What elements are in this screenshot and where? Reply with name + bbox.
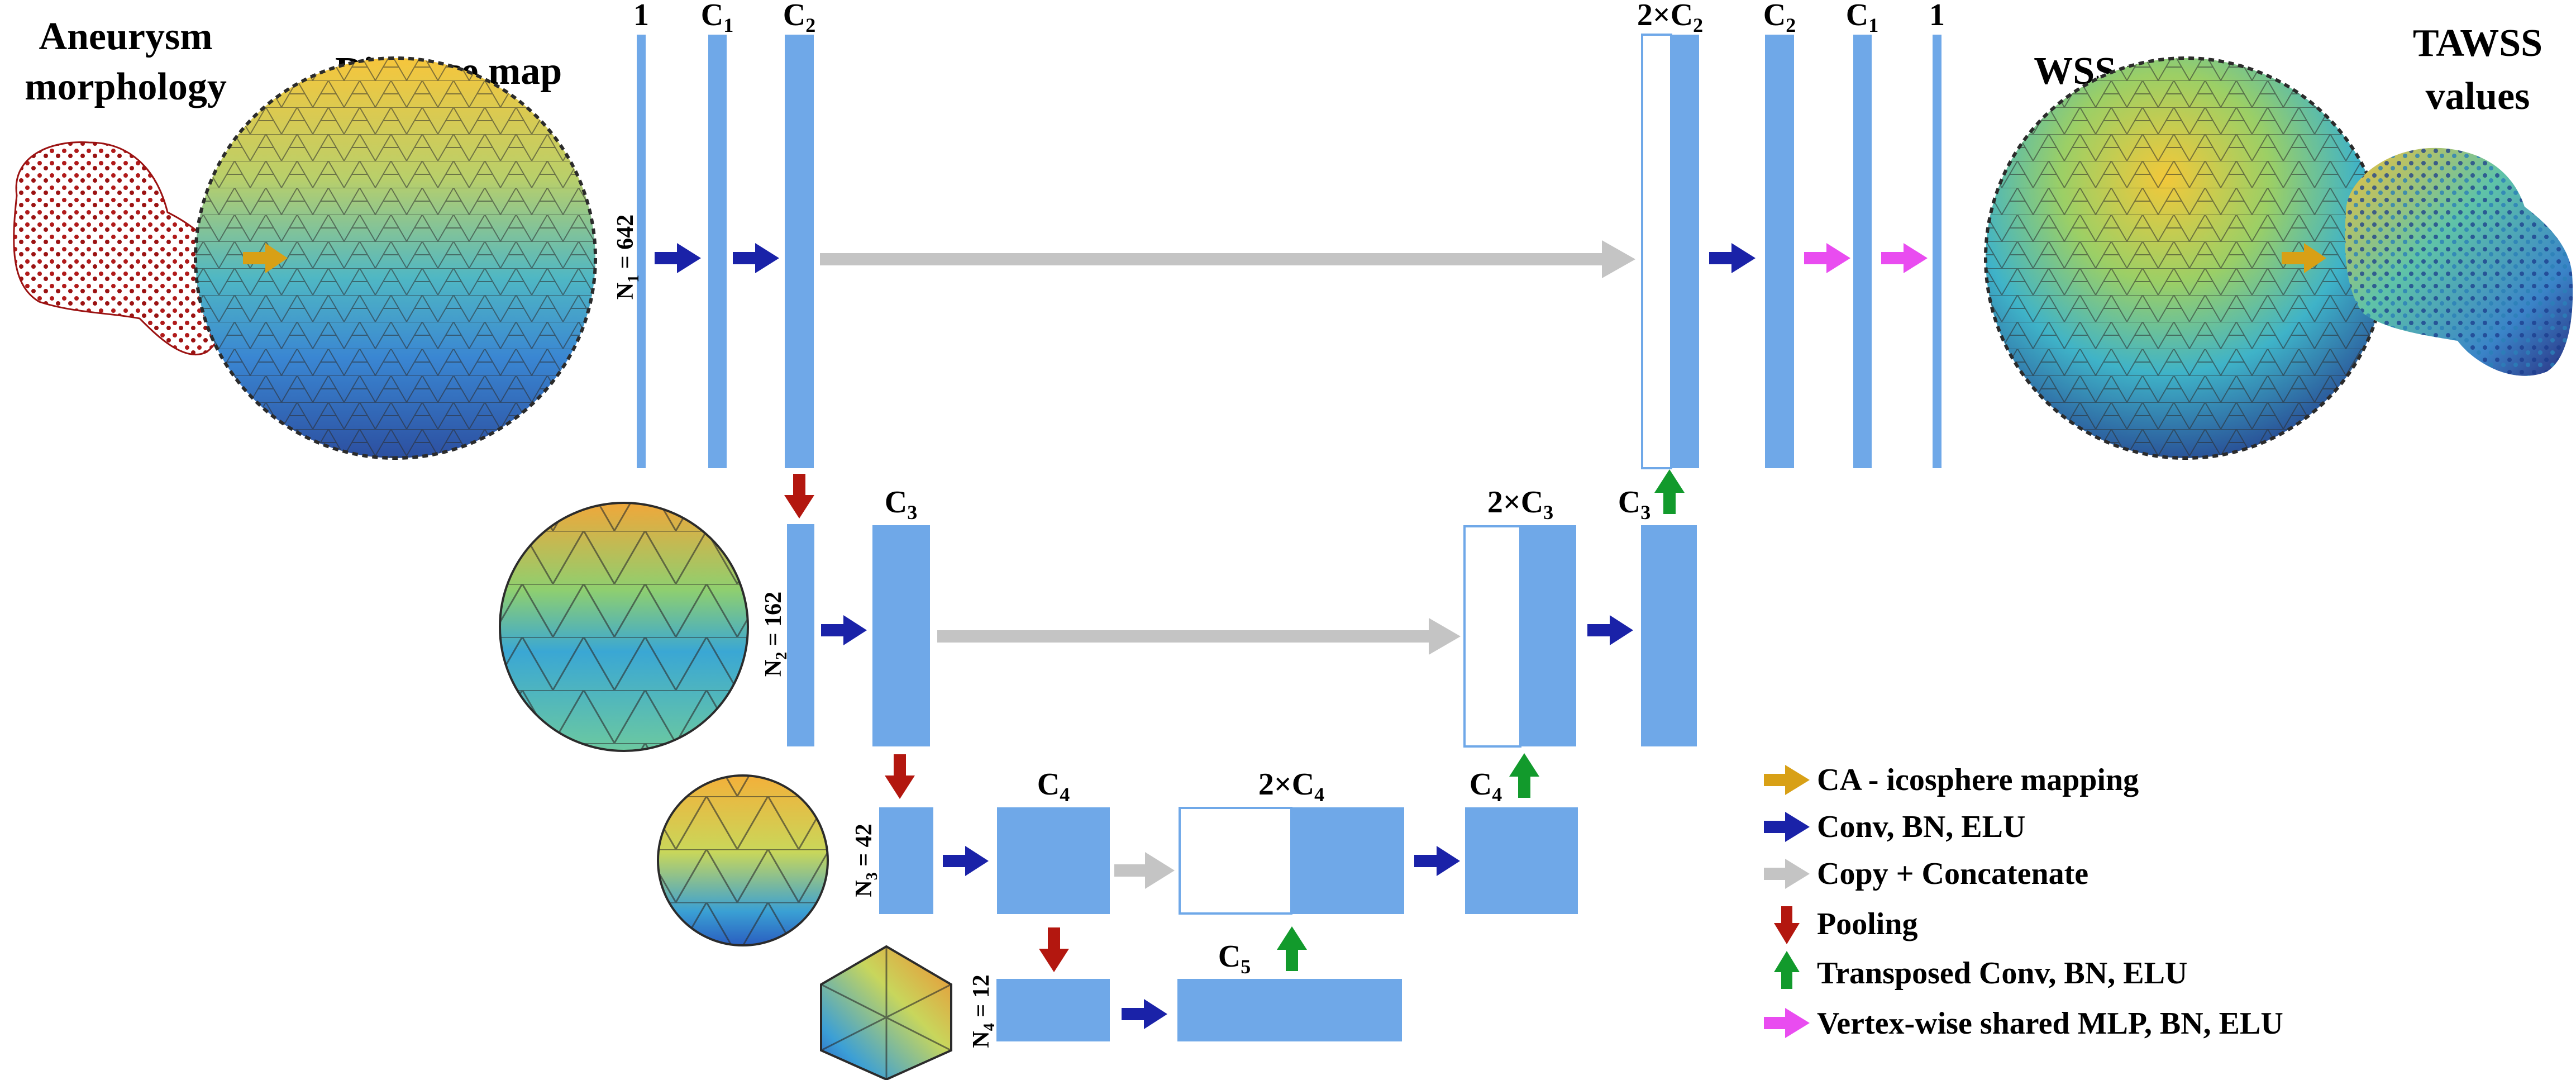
ca-mapping-arrow-icon [1764, 765, 1810, 795]
legend-label-transposed: Transposed Conv, BN, ELU [1817, 956, 2187, 991]
legend-label-conv: Conv, BN, ELU [1817, 810, 2025, 844]
pooling-arrow-l1 [784, 474, 814, 518]
label-enc-c4: C4 [1037, 767, 1070, 806]
enc3-pooled-block [879, 807, 933, 914]
tawss-point-cloud [2345, 148, 2573, 376]
legend-label-pooling: Pooling [1817, 907, 1917, 941]
pooling-arrow-icon [1774, 906, 1800, 944]
dec2-concat-filled-block [1520, 525, 1576, 746]
enc1-c2-block [785, 35, 814, 468]
conv-arrow-icon [1764, 812, 1810, 842]
vertex-mlp-arrow-a [1804, 243, 1850, 273]
label-bottleneck-c5: C5 [1218, 939, 1251, 978]
enc3-c4-block [997, 807, 1110, 914]
icosphere-level-2 [499, 502, 749, 752]
icosphere-level-3 [657, 774, 829, 946]
label-dec-one: 1 [1929, 0, 1945, 32]
ca-mapping-arrow-input [243, 243, 288, 273]
copy-arrow-icon [1764, 859, 1810, 889]
transposed-arrow-l3 [1509, 753, 1539, 798]
dec2-c3-block [1641, 525, 1697, 746]
node-count-n4: N4 = 12 [969, 974, 998, 1048]
conv-arrow-l2-enc [821, 615, 867, 645]
label-enc-c1: C1 [701, 0, 733, 36]
label-dec-2c2: 2×C2 [1637, 0, 1703, 36]
conv-arrow-l4 [1122, 999, 1167, 1029]
conv-arrow-l1-dec [1709, 243, 1756, 273]
node-count-n3: N3 = 42 [851, 824, 881, 897]
bottleneck-c5-block [1177, 979, 1402, 1041]
transposed-arrow-l2 [1654, 469, 1685, 514]
enc1-input-block [637, 35, 646, 468]
dec1-concat-empty-block [1641, 34, 1672, 469]
label-dec-2c4: 2×C4 [1258, 767, 1324, 806]
copy-arrow-l2 [937, 618, 1461, 655]
dec3-concat-empty-block [1179, 807, 1292, 915]
vertex-mlp-arrow-icon [1764, 1008, 1810, 1038]
wss-map-icosphere [1984, 56, 2387, 460]
dec1-output-block [1933, 35, 1941, 468]
pooling-arrow-l3 [1039, 927, 1069, 972]
enc2-pooled-block [787, 524, 814, 746]
dec3-c4-block [1465, 807, 1578, 914]
transposed-conv-arrow-icon [1774, 951, 1800, 989]
copy-arrow-l1 [820, 240, 1635, 278]
copy-arrow-l3 [1114, 852, 1175, 889]
conv-arrow-l1-b [733, 243, 779, 273]
label-dec-c2: C2 [1763, 0, 1796, 36]
conv-arrow-l1-a [655, 243, 701, 273]
tawss-title-line2: values [2426, 75, 2530, 118]
legend-label-vertex-mlp: Vertex-wise shared MLP, BN, ELU [1817, 1006, 2283, 1041]
legend-label-ca-mapping: CA - icosphere mapping [1817, 763, 2139, 797]
dec3-concat-filled-block [1291, 807, 1404, 914]
dec1-concat-filled-block [1671, 35, 1699, 468]
label-dec-c3: C3 [1618, 485, 1650, 524]
distance-map-icosphere [194, 56, 597, 460]
dec1-c2-block [1765, 35, 1794, 468]
enc2-c3-block [872, 525, 930, 746]
dec2-concat-empty-block [1463, 525, 1521, 748]
aneurysm-title-line1: Aneurysm [39, 15, 212, 58]
node-count-n1: N1 = 642 [613, 215, 642, 299]
tawss-title-line1: TAWSS [2413, 22, 2542, 65]
pooling-arrow-l2 [885, 754, 915, 799]
label-dec-c4: C4 [1470, 767, 1502, 806]
label-enc-c2: C2 [783, 0, 815, 36]
enc1-c1-block [708, 35, 727, 468]
label-dec-c1: C1 [1846, 0, 1878, 36]
label-enc-c3: C3 [885, 485, 917, 524]
aneurysm-title-line2: morphology [25, 65, 227, 108]
legend-label-copy: Copy + Concatenate [1817, 857, 2088, 891]
ca-mapping-arrow-output [2282, 243, 2326, 273]
conv-arrow-l3-dec [1414, 846, 1460, 876]
enc4-pooled-block [996, 979, 1110, 1041]
transposed-arrow-l4 [1277, 926, 1307, 971]
dec1-c1-block [1853, 35, 1872, 468]
conv-arrow-l3-enc [943, 846, 989, 876]
icosphere-level-4 [820, 945, 952, 1080]
node-count-n2: N2 = 162 [761, 592, 790, 677]
label-enc-one: 1 [633, 0, 649, 32]
label-dec-2c3: 2×C3 [1487, 485, 1553, 524]
vertex-mlp-arrow-b [1881, 243, 1928, 273]
legend: CA - icosphere mapping Conv, BN, ELU Cop… [1764, 763, 2283, 1041]
conv-arrow-l2-dec [1587, 615, 1633, 645]
